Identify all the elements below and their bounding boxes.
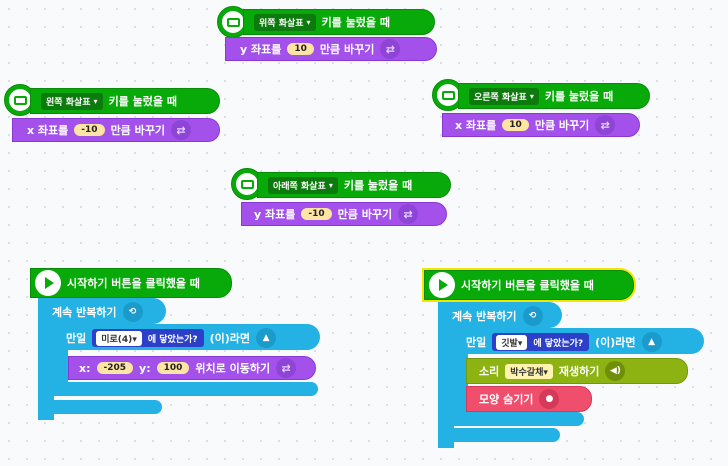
chevron-down-icon: ▾: [517, 338, 523, 349]
chevron-down-icon: ▾: [529, 91, 534, 101]
chevron-down-icon: ▾: [132, 334, 137, 345]
play-sound-block[interactable]: 소리 박수갈채▾ 재생하기 ◀): [466, 358, 688, 384]
sound-dropdown[interactable]: 박수갈채▾: [505, 363, 553, 379]
forever-loop-header: 계속 반복하기 ⟲: [452, 306, 543, 326]
event-label: 키를 눌렀을 때: [544, 90, 614, 103]
change-y-label: y 좌표를: [254, 208, 296, 221]
motion-arrow-icon: ⇄: [171, 120, 191, 140]
event-label: 키를 눌렀을 때: [108, 95, 177, 108]
touch-target-dropdown[interactable]: 미로(4)▾: [96, 330, 142, 346]
sound-dropdown-label: 박수갈채: [510, 367, 544, 378]
key-dropdown-label: 아래쪽 화살표: [273, 181, 326, 192]
change-action-label: 만큼 바꾸기: [319, 43, 375, 56]
if-label: 만일: [466, 336, 487, 349]
play-icon: [35, 270, 61, 296]
touch-target-label: 미로(4): [101, 334, 133, 345]
key-press-hat[interactable]: 아래쪽 화살표▾ 키를 눌렀을 때: [257, 172, 451, 198]
key-dropdown[interactable]: 위쪽 화살표▾: [254, 13, 316, 31]
chevron-down-icon: ▾: [328, 180, 333, 190]
goto-xy-block[interactable]: x: -205 y: 100 위치로 이동하기 ⇄: [68, 356, 316, 380]
event-label: 키를 눌렀을 때: [343, 179, 413, 192]
then-label: (이)라면: [595, 336, 636, 349]
forever-loop-bottom: [438, 428, 560, 442]
key-press-hat[interactable]: 왼쪽 화살표▾ 키를 눌렀을 때: [30, 88, 220, 114]
play-sound-label: 재생하기: [558, 365, 600, 378]
chevron-down-icon: ▾: [543, 367, 548, 378]
key-press-hat[interactable]: 위쪽 화살표▾ 키를 눌렀을 때: [243, 9, 435, 35]
change-value-input[interactable]: 10: [287, 43, 314, 55]
change-y-block[interactable]: y 좌표를 -10 만큼 바꾸기 ⇄: [241, 202, 447, 226]
speaker-icon: ◀): [605, 361, 626, 381]
motion-arrow-icon: ⇄: [276, 358, 297, 378]
change-action-label: 만큼 바꾸기: [337, 208, 393, 221]
key-dropdown[interactable]: 아래쪽 화살표▾: [268, 176, 338, 194]
touch-target-label: 깃발: [501, 338, 518, 349]
forever-loop-label: 계속 반복하기: [52, 306, 117, 319]
chevron-down-icon: ▾: [93, 96, 98, 106]
key-dropdown[interactable]: 오른쪽 화살표▾: [469, 87, 539, 105]
if-block-arm: [454, 354, 468, 416]
change-x-label: x 좌표를: [455, 119, 497, 132]
key-dropdown-label: 왼쪽 화살표: [46, 97, 91, 108]
motion-arrow-icon: ⇄: [380, 39, 401, 59]
if-block-header: 만일 깃발▾ 에 닿았는가? (이)라면 ▲: [466, 332, 662, 352]
change-y-label: y 좌표를: [240, 43, 282, 56]
forever-loop-arm: [38, 324, 54, 420]
forever-loop-top[interactable]: [38, 298, 166, 324]
then-label: (이)라면: [209, 332, 251, 345]
branch-icon: ▲: [641, 332, 662, 352]
branch-icon: ▲: [256, 328, 277, 348]
change-value-input[interactable]: 10: [502, 119, 529, 131]
key-press-hat[interactable]: 오른쪽 화살표▾ 키를 눌렀을 때: [458, 83, 650, 109]
goto-label: 위치로 이동하기: [195, 362, 271, 375]
change-action-label: 만큼 바꾸기: [534, 119, 590, 132]
forever-loop-arm: [438, 328, 454, 448]
loop-icon: ⟲: [522, 306, 543, 326]
sound-label: 소리: [479, 365, 500, 378]
play-icon: [429, 272, 455, 298]
start-label: 시작하기 버튼을 클릭했을 때: [461, 279, 594, 292]
change-x-label: x 좌표를: [27, 124, 69, 137]
start-script-maze[interactable]: 시작하기 버튼을 클릭했을 때 계속 반복하기 ⟲ 만일 미로(4)▾ 에 닿았…: [30, 266, 340, 426]
touching-label: 에 닿았는가?: [147, 334, 198, 345]
x-value-input[interactable]: -205: [96, 362, 134, 374]
change-value-input[interactable]: -10: [301, 208, 332, 220]
key-dropdown-label: 오른쪽 화살표: [474, 92, 527, 103]
change-action-label: 만큼 바꾸기: [110, 124, 165, 137]
start-label: 시작하기 버튼을 클릭했을 때: [67, 277, 200, 290]
chevron-down-icon: ▾: [306, 17, 311, 27]
event-label: 키를 눌렀을 때: [321, 16, 390, 29]
loop-icon: ⟲: [122, 302, 143, 322]
key-dropdown-label: 위쪽 화살표: [259, 18, 304, 29]
motion-arrow-icon: ⇄: [595, 115, 616, 135]
key-dropdown[interactable]: 왼쪽 화살표▾: [41, 92, 103, 110]
if-block-bottom: [454, 412, 584, 426]
start-hat[interactable]: 시작하기 버튼을 클릭했을 때: [30, 268, 232, 298]
hide-block[interactable]: 모양 숨기기 ●: [466, 386, 592, 412]
start-script-flag[interactable]: 시작하기 버튼을 클릭했을 때 계속 반복하기 ⟲ 만일 깃발▾ 에 닿았는가?…: [424, 268, 724, 458]
change-x-block[interactable]: x 좌표를 10 만큼 바꾸기 ⇄: [442, 113, 640, 137]
touch-target-dropdown[interactable]: 깃발▾: [496, 334, 528, 350]
if-block-header: 만일 미로(4)▾ 에 닿았는가? (이)라면 ▲: [66, 328, 277, 348]
change-x-block[interactable]: x 좌표를 -10 만큼 바꾸기 ⇄: [12, 118, 220, 142]
hide-label: 모양 숨기기: [479, 393, 534, 406]
change-value-input[interactable]: -10: [74, 124, 105, 136]
forever-loop-bottom: [38, 400, 162, 414]
forever-loop-header: 계속 반복하기 ⟲: [52, 302, 143, 322]
forever-loop-label: 계속 반복하기: [452, 310, 517, 323]
y-label: y:: [139, 361, 151, 375]
if-label: 만일: [66, 332, 87, 345]
start-hat[interactable]: 시작하기 버튼을 클릭했을 때: [424, 270, 634, 300]
motion-arrow-icon: ⇄: [398, 204, 419, 224]
touching-condition[interactable]: 미로(4)▾ 에 닿았는가?: [92, 329, 204, 347]
y-value-input[interactable]: 100: [156, 362, 190, 374]
x-label: x:: [79, 361, 91, 375]
change-y-block[interactable]: y 좌표를 10 만큼 바꾸기 ⇄: [225, 37, 437, 61]
touching-label: 에 닿았는가?: [533, 338, 584, 349]
if-block-bottom: [54, 382, 318, 396]
touching-condition[interactable]: 깃발▾ 에 닿았는가?: [492, 333, 590, 351]
looks-icon: ●: [539, 389, 560, 409]
if-block-arm: [54, 350, 68, 386]
